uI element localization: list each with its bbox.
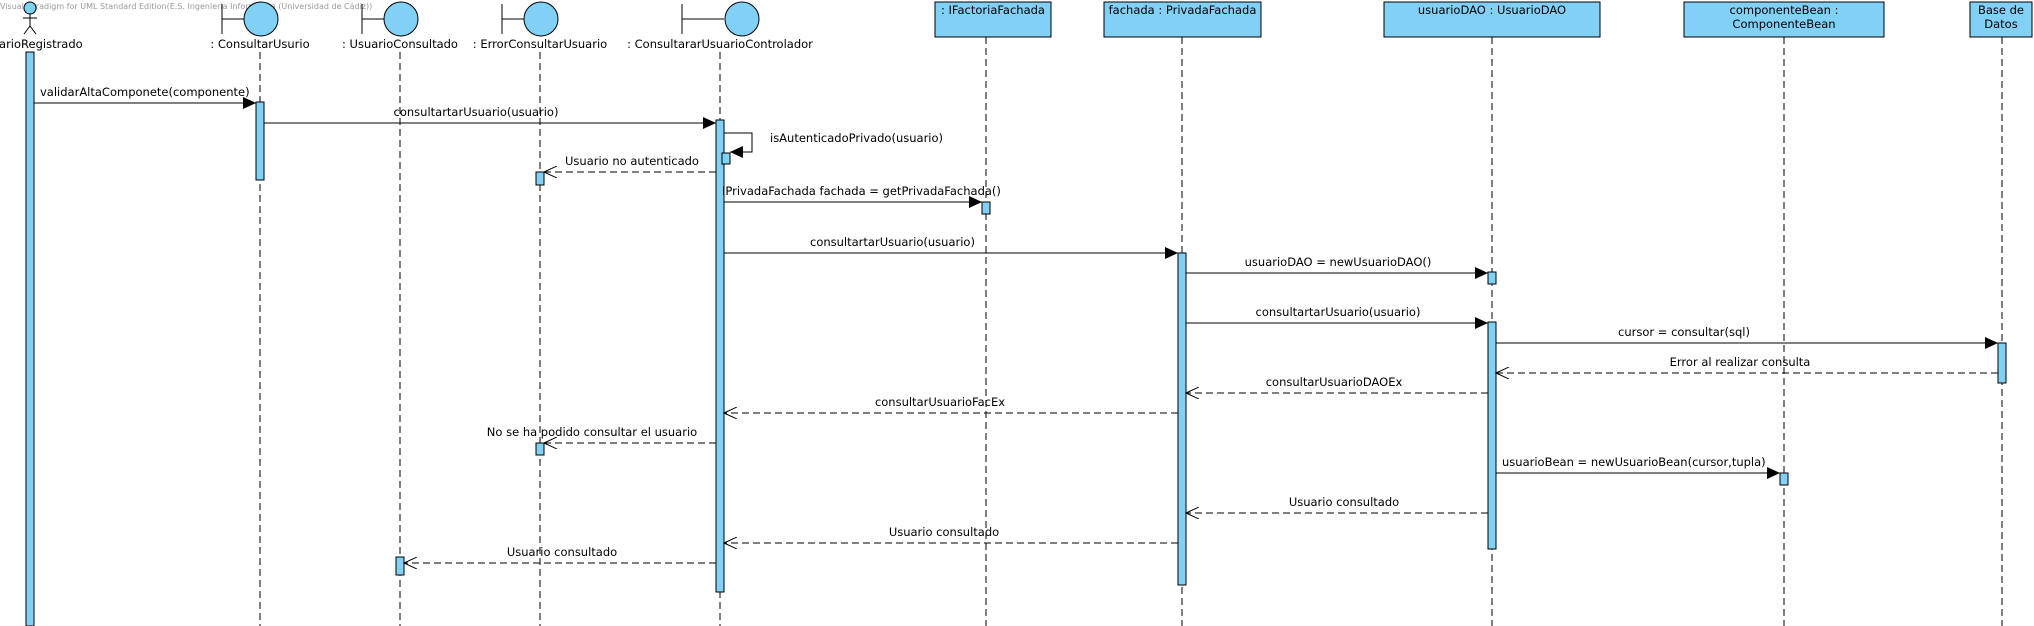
watermark-text: Visual Paradigm for UML Standard Edition… — [0, 2, 372, 11]
lifeline-label: usuarioDAO : UsuarioDAO — [1418, 3, 1566, 17]
activation-factoria — [981, 201, 991, 215]
lifeline-label: : ErrorConsultarUsuario — [473, 37, 607, 51]
activation-consultarUsurio — [255, 101, 265, 181]
message-10: Error al realizar consulta — [1496, 355, 1998, 373]
lifeline-box — [1103, 1, 1262, 38]
lifeline-label: UsuarioRegistrado — [0, 37, 83, 51]
message-12: consultarUsuarioFacEx — [724, 395, 1178, 413]
message-5: IPrivadaFachada fachada = getPrivadaFach… — [722, 184, 1001, 208]
message-label: Usuario consultado — [1289, 495, 1399, 509]
message-13: No se ha podido consultar el usuario — [487, 425, 716, 443]
lifeline-label: : IFactoriaFachada — [941, 3, 1045, 17]
lifeline-label: Base de — [1978, 3, 2024, 17]
activation-errorConsultar — [535, 171, 545, 186]
message-label: IPrivadaFachada fachada = getPrivadaFach… — [722, 184, 1001, 198]
message-16: Usuario consultado — [724, 525, 1178, 543]
message-7: usuarioDAO = newUsuarioDAO() — [1186, 255, 1488, 279]
lifeline-label: Datos — [1984, 17, 2017, 31]
message-14: usuarioBean = newUsuarioBean(cursor,tupl… — [1496, 455, 1780, 479]
activation-usuarioConsultado — [395, 556, 405, 576]
activation-componenteBean — [1779, 472, 1789, 486]
lifeline-box — [934, 1, 1052, 38]
message-label: isAutenticadoPrivado(usuario) — [770, 131, 943, 145]
message-1: validarAltaComponete(componente) — [34, 85, 256, 109]
lifeline-consultarUsurio: : ConsultarUsurio — [210, 1, 310, 626]
lifeline-errorConsultar: : ErrorConsultarUsuario — [473, 1, 607, 626]
control-circle-icon — [724, 1, 760, 37]
activation-usuarioRegistrado — [25, 51, 35, 626]
message-label: usuarioDAO = newUsuarioDAO() — [1245, 255, 1432, 269]
actor-head-icon — [23, 1, 37, 15]
message-label: consultartarUsuario(usuario) — [394, 105, 559, 119]
lifeline-usuarioConsultado: : UsuarioConsultado — [342, 1, 458, 626]
message-arrow — [724, 132, 753, 158]
message-17: Usuario consultado — [404, 545, 716, 563]
message-label: No se ha podido consultar el usuario — [487, 425, 697, 439]
message-label: consultarUsuarioDAOEx — [1266, 375, 1403, 389]
lifeline-componenteBean: componenteBean :ComponenteBean — [1683, 1, 1885, 626]
lifeline-label: fachada : PrivadaFachada — [1109, 3, 1257, 17]
lifeline-label: : UsuarioConsultado — [342, 37, 458, 51]
message-11: consultarUsuarioDAOEx — [1186, 375, 1488, 393]
message-label: validarAltaComponete(componente) — [40, 85, 250, 99]
lifeline-box — [1969, 1, 2033, 38]
activation-fachada — [1177, 252, 1187, 586]
boundary-circle-icon — [243, 1, 279, 37]
activation-bars — [25, 51, 2007, 626]
message-label: Error al realizar consulta — [1670, 355, 1811, 369]
lifeline-label: ComponenteBean — [1732, 17, 1835, 31]
lifeline-factoria: : IFactoriaFachada — [934, 1, 1052, 626]
lifeline-label: componenteBean : — [1730, 3, 1839, 17]
activation-controlador — [715, 119, 725, 593]
message-label: Usuario consultado — [889, 525, 999, 539]
message-label: Usuario no autenticado — [565, 154, 699, 168]
activation-baseDatos — [1997, 342, 2007, 384]
message-15: Usuario consultado — [1186, 495, 1488, 513]
lifeline-label: : ConsultarUsurio — [210, 37, 309, 51]
activation-controlador-self — [721, 152, 731, 165]
actor-leg-icon — [23, 25, 31, 35]
boundary-circle-icon — [383, 1, 419, 37]
actor-leg-icon — [29, 25, 37, 35]
activation-errorConsultar — [535, 442, 545, 456]
message-3: isAutenticadoPrivado(usuario) — [724, 131, 943, 158]
lifeline-box — [1683, 1, 1885, 38]
message-label: usuarioBean = newUsuarioBean(cursor,tupl… — [1502, 455, 1766, 469]
lifeline-box — [1383, 1, 1601, 38]
activation-usuarioDAO — [1487, 271, 1497, 285]
messages: validarAltaComponete(componente) consulta… — [34, 85, 1998, 563]
message-4: Usuario no autenticado — [544, 154, 716, 172]
message-label: consultartarUsuario(usuario) — [1256, 305, 1421, 319]
lifeline-label: : ConsultararUsuarioControlador — [627, 37, 813, 51]
message-label: consultarUsuarioFacEx — [875, 395, 1005, 409]
message-2: consultartarUsuario(usuario) — [264, 105, 716, 129]
activation-usuarioDAO — [1487, 321, 1497, 550]
message-6: consultartarUsuario(usuario) — [724, 235, 1178, 259]
message-label: cursor = consultar(sql) — [1618, 325, 1750, 339]
message-8: consultartarUsuario(usuario) — [1186, 305, 1488, 329]
message-label: Usuario consultado — [507, 545, 617, 559]
boundary-circle-icon — [523, 1, 559, 37]
message-label: consultartarUsuario(usuario) — [810, 235, 975, 249]
message-9: cursor = consultar(sql) — [1496, 325, 1998, 349]
lifeline-fachada: fachada : PrivadaFachada — [1103, 1, 1262, 626]
